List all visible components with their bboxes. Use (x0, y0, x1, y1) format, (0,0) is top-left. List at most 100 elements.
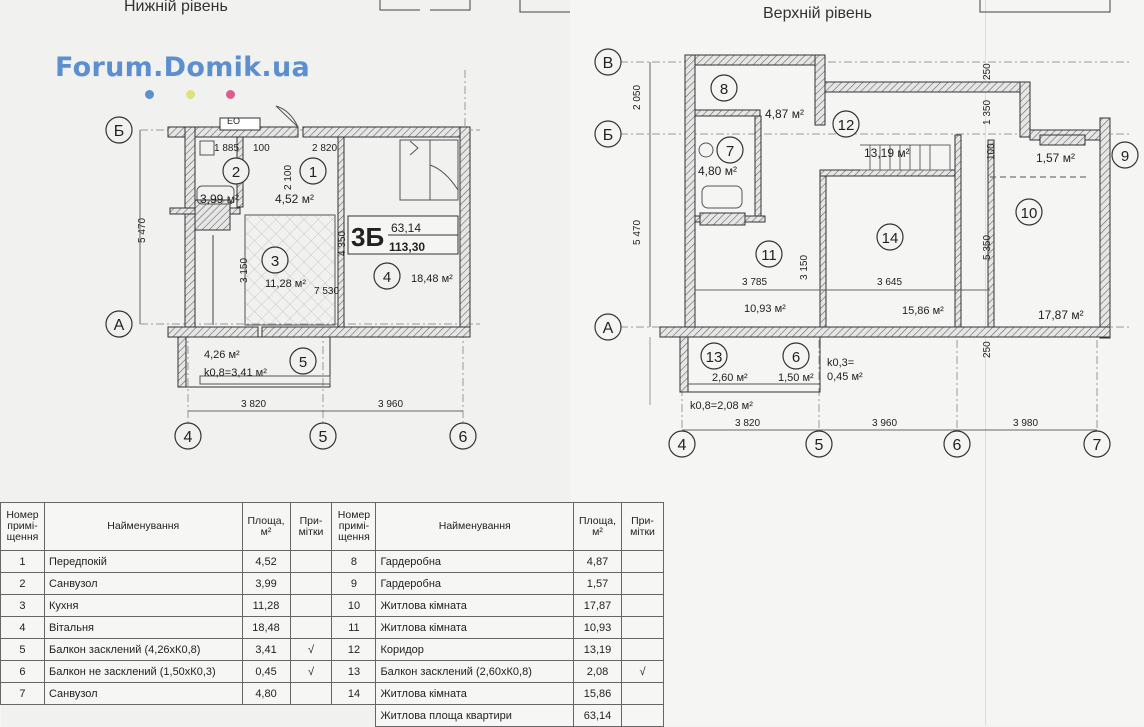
room-10-area: 17,87 м² (1038, 308, 1084, 322)
dim-3820: 3 820 (241, 399, 266, 410)
cell (620, 594, 665, 617)
footer-value: 63,14 (573, 704, 622, 727)
room-5-area: 4,26 м² (204, 349, 240, 361)
dim-1885: 1 885 (214, 143, 239, 154)
header-area-right: Площа, м² (573, 502, 622, 551)
cell: 10 (331, 594, 377, 617)
header-num-left: Номер примі-щення (0, 502, 45, 551)
dim-250-top: 250 (982, 63, 993, 80)
dim-250-bottom: 250 (982, 341, 993, 358)
footer-label: Житлова площа квартири (375, 704, 574, 727)
dim-5470: 5 470 (137, 218, 148, 243)
cell: Санвузол (43, 572, 243, 595)
dim-3960: 3 960 (378, 399, 403, 410)
cell: Коридор (375, 638, 574, 661)
cell: 15,86 (573, 682, 622, 705)
room-9-number: 9 (1121, 148, 1129, 165)
room-10-number: 10 (1021, 205, 1038, 222)
cell: 0,45 (241, 660, 291, 683)
room-1-number: 1 (309, 164, 317, 181)
table-header-row: Номер примі-щення Найменування Площа, м²… (0, 502, 665, 551)
lower-level-title: Нижній рівень (124, 0, 228, 15)
cell: 11,28 (241, 594, 291, 617)
cell: Житлова кімната (375, 594, 574, 617)
check-mark: √ (620, 660, 665, 683)
cell: 3 (0, 594, 45, 617)
cell: 10,93 (573, 616, 622, 639)
cell: Передпокій (43, 550, 243, 573)
room-5-coef: k0,8=3,41 м² (204, 367, 267, 379)
axis-7-label-upper: 7 (1093, 437, 1102, 454)
cell (620, 550, 665, 573)
cell: Вітальня (43, 616, 243, 639)
dim-3960-upper: 3 960 (872, 418, 897, 429)
cell: 1 (0, 550, 45, 573)
cell (289, 682, 333, 705)
room-14-area: 15,86 м² (902, 305, 944, 317)
cell: Житлова кімната (375, 616, 574, 639)
dim-3150-upper: 3 150 (799, 255, 810, 280)
axis-6-label-upper: 6 (953, 437, 962, 454)
room-6-area: 1,50 м² (778, 372, 814, 384)
cell: Кухня (43, 594, 243, 617)
cell: Житлова кімната (375, 682, 574, 705)
cell: 5 (0, 638, 45, 661)
room-8-number: 8 (720, 81, 728, 98)
apartment-number: 3Б (351, 222, 384, 252)
cell (620, 572, 665, 595)
room-14-number: 14 (882, 230, 899, 247)
cell (620, 638, 665, 661)
cell: 11 (331, 616, 377, 639)
dim-2050: 2 050 (632, 85, 643, 110)
header-name-left: Найменування (43, 502, 243, 551)
upper-level-plan: В Б А 4 5 6 7 8 7 12 9 10 11 14 13 6 4,8… (594, 0, 1139, 458)
header-area-left: Площа, м² (241, 502, 291, 551)
watermark-dot-pink (226, 90, 235, 99)
axis-5-label: 5 (319, 429, 328, 446)
cell: 12 (331, 638, 377, 661)
cell: 4,52 (241, 550, 291, 573)
cell: 2 (0, 572, 45, 595)
k03-value: 0,45 м² (827, 371, 863, 383)
axis-4-label: 4 (184, 429, 193, 446)
room-legend-table: Номер примі-щення Найменування Площа, м²… (0, 502, 665, 727)
cell: 13 (331, 660, 377, 683)
paper-fold (985, 0, 986, 726)
room-2-area: 3,99 м² (200, 192, 239, 206)
cell (620, 616, 665, 639)
header-name-right: Найменування (375, 502, 574, 551)
cell: 4 (0, 616, 45, 639)
room-11-number: 11 (761, 247, 777, 264)
cell: Санвузол (43, 682, 243, 705)
k08-label: k0,8=2,08 м² (690, 400, 753, 412)
header-num-right: Номер примі-щення (331, 502, 377, 551)
dim-100-upper: 100 (986, 143, 997, 160)
cell: 6 (0, 660, 45, 683)
axis-a-label: А (114, 317, 125, 334)
axis-v-label: В (603, 55, 614, 72)
room-8-area: 4,87 м² (765, 107, 804, 121)
room-13-number: 13 (706, 349, 723, 366)
watermark-logo: Forum.Domik.ua (55, 52, 311, 83)
room-11-area: 10,93 м² (744, 303, 786, 315)
room-12-area: 13,19 м² (864, 146, 910, 160)
room-3-area: 11,28 м² (265, 278, 306, 290)
k03-label: k0,3= (827, 357, 854, 369)
cell: 1,57 (573, 572, 622, 595)
cell: 8 (331, 550, 377, 573)
cell: 4,87 (573, 550, 622, 573)
footer-spacer (0, 704, 376, 727)
dim-3150: 3 150 (239, 258, 250, 283)
axis-a-label-upper: А (603, 320, 614, 337)
room-7-number: 7 (726, 143, 734, 160)
dim-3645: 3 645 (877, 277, 902, 288)
cell: 2,08 (573, 660, 622, 683)
cell (289, 572, 333, 595)
table-footer-row: Житлова площа квартири 63,14 (0, 704, 665, 727)
room-3-number: 3 (271, 253, 279, 270)
